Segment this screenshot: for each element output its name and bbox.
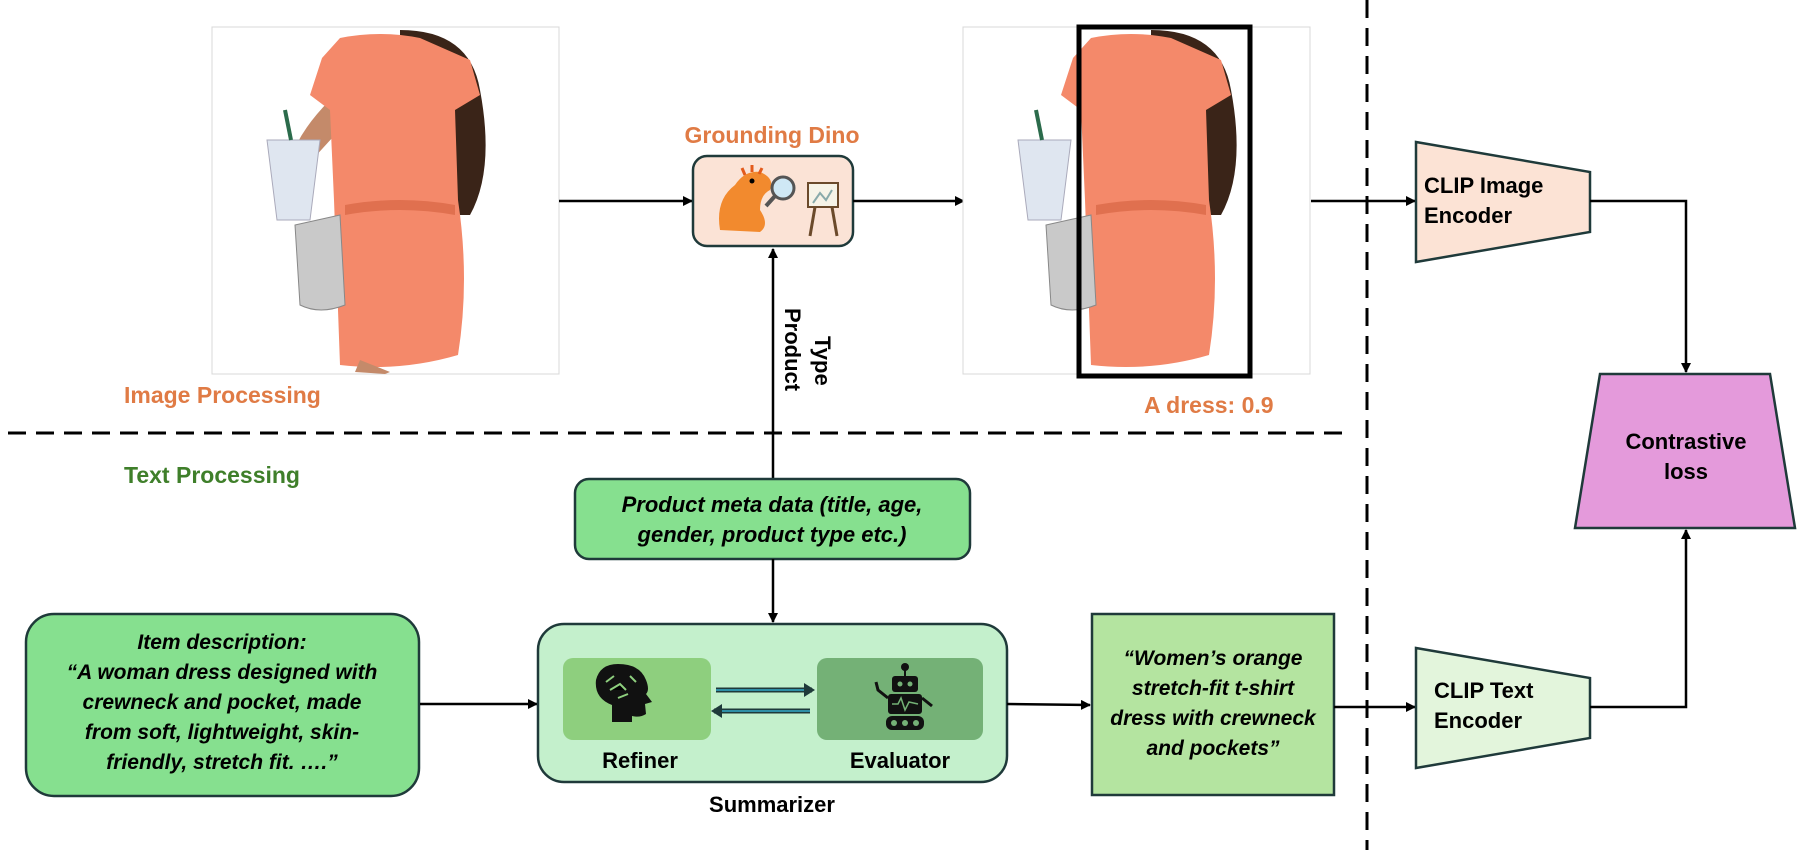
clip-text-line2: Encoder: [1434, 708, 1522, 733]
summary-box: “Women’s orange stretch-fit t-shirt dres…: [1090, 612, 1336, 797]
cup-shape: [266, 139, 321, 221]
clip-text-encoder: CLIP Text Encoder: [1414, 646, 1592, 770]
dress-belt: [345, 200, 455, 215]
image-processing-label: Image Processing: [124, 382, 321, 408]
dino-magnifier-icon: [719, 165, 839, 237]
product-type-line2: Type: [810, 336, 835, 386]
product-type-label: Product Type: [780, 308, 835, 392]
brain-head-icon: [595, 664, 652, 722]
robot-icon: [874, 663, 933, 730]
text-processing-label: Text Processing: [124, 462, 300, 488]
detected-dress-belt: [1096, 200, 1206, 215]
meta-line2: gender, product type etc.): [637, 522, 907, 547]
input-image: [211, 26, 560, 375]
clip-image-line2: Encoder: [1424, 203, 1512, 228]
arrow-clip-text-to-loss: [1590, 529, 1691, 709]
item-desc-line2: “A woman dress designed with: [67, 661, 378, 684]
bag-shape: [294, 214, 346, 311]
loss-line2: loss: [1664, 459, 1708, 484]
detected-image: [962, 24, 1311, 379]
contrastive-loss: Contrastive loss: [1573, 372, 1797, 530]
bounding-box: [1076, 24, 1253, 379]
item-desc-line5: friendly, stretch fit. ….”: [106, 751, 338, 774]
refiner-label: Refiner: [602, 748, 678, 773]
summarizer-title: Summarizer: [709, 792, 835, 817]
item-desc-line3: crewneck and pocket, made: [83, 691, 362, 714]
product-meta-box: Product meta data (title, age, gender, p…: [573, 477, 972, 561]
summary-line1: “Women’s orange: [1124, 647, 1303, 670]
clip-image-encoder: CLIP Image Encoder: [1414, 140, 1592, 264]
summary-line4: and pockets”: [1146, 737, 1280, 760]
item-desc-line1: Item description:: [137, 631, 306, 654]
straw-shape: [283, 109, 293, 141]
detection-label: A dress: 0.9: [1144, 392, 1274, 418]
grounding-dino-box: [691, 154, 855, 248]
detected-cup-shape: [1017, 139, 1072, 221]
leg-shape: [355, 360, 390, 374]
loss-line1: Contrastive: [1625, 429, 1746, 454]
item-desc-line4: from soft, lightweight, skin-: [85, 721, 359, 744]
meta-line1: Product meta data (title, age,: [622, 492, 923, 517]
evaluator-label: Evaluator: [850, 748, 951, 773]
item-description-box: Item description: “A woman dress designe…: [24, 612, 421, 798]
clip-text-line1: CLIP Text: [1434, 678, 1534, 703]
summary-line2: stretch-fit t-shirt: [1132, 677, 1295, 700]
product-type-line1: Product: [780, 308, 805, 392]
double-arrow-icon: [711, 683, 815, 718]
arrow-clip-image-to-loss: [1590, 199, 1691, 373]
arrow-summarizer-to-summary: [1006, 699, 1091, 710]
clip-image-line1: CLIP Image: [1424, 173, 1543, 198]
grounding-dino-title: Grounding Dino: [684, 122, 859, 148]
detected-straw-shape: [1034, 109, 1044, 141]
summary-line3: dress with crewneck: [1110, 707, 1317, 730]
summarizer-box: Refiner Evaluator: [536, 622, 1009, 784]
detected-bag-shape: [1045, 214, 1097, 311]
